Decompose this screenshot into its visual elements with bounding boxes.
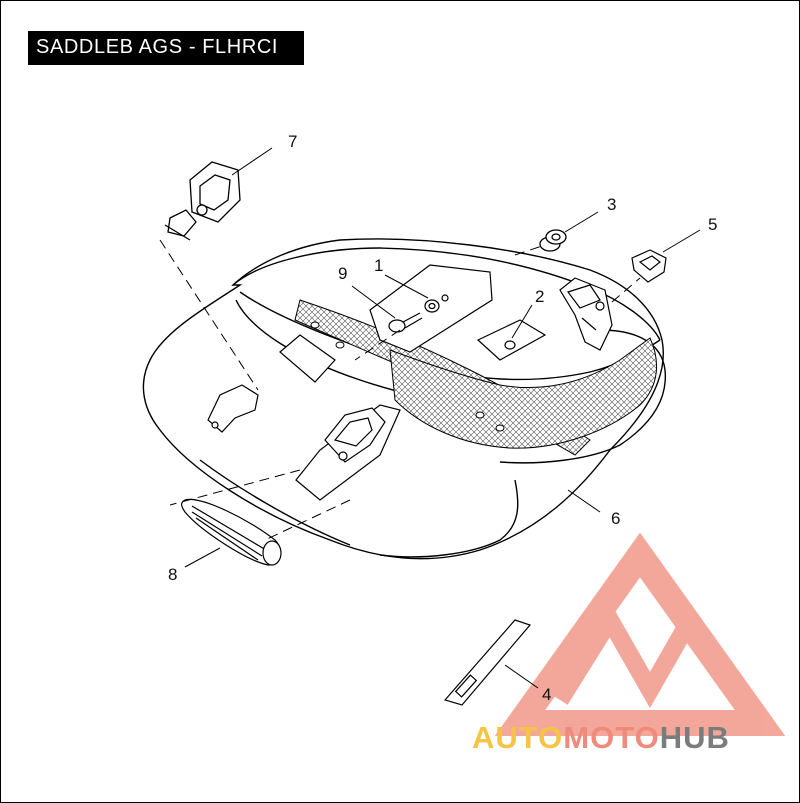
hinge-bracket-left — [207, 384, 259, 433]
front-latch — [324, 407, 386, 463]
trim-holes — [310, 321, 505, 432]
part-9-screw — [388, 312, 423, 333]
diagram-title: SADDLEB AGS - FLHRCI — [36, 36, 279, 58]
watermark-auto: AUTO — [472, 720, 564, 755]
callout-1: 1 — [374, 256, 383, 275]
part-3-grommet — [539, 229, 567, 252]
callout-6: 6 — [611, 509, 620, 528]
callout-7: 7 — [288, 132, 297, 151]
diamond-trim — [294, 299, 658, 456]
watermark-text: AUTOMOTOHUB — [472, 720, 730, 756]
leader-lines — [184, 147, 701, 689]
latch-plate-right — [559, 277, 613, 351]
callout-2: 2 — [535, 287, 544, 306]
assembly-lines — [159, 239, 641, 541]
callout-9: 9 — [338, 264, 347, 283]
watermark-logo — [494, 532, 786, 736]
callout-3: 3 — [607, 195, 616, 214]
watermark-hub: HUB — [659, 720, 730, 755]
part-7-latch — [164, 161, 241, 241]
part-5-clip — [631, 249, 667, 283]
part-8-reflector — [181, 498, 282, 566]
watermark-moto: MOTO — [563, 720, 660, 755]
callout-8: 8 — [168, 565, 177, 584]
title-bar: SADDLEB AGS - FLHRCI — [28, 31, 304, 65]
part-4-trim-strip — [443, 619, 532, 706]
callout-4: 4 — [542, 685, 551, 704]
part-1-washer — [424, 294, 449, 313]
callout-5: 5 — [708, 215, 717, 234]
part-2-fastener — [504, 340, 516, 350]
